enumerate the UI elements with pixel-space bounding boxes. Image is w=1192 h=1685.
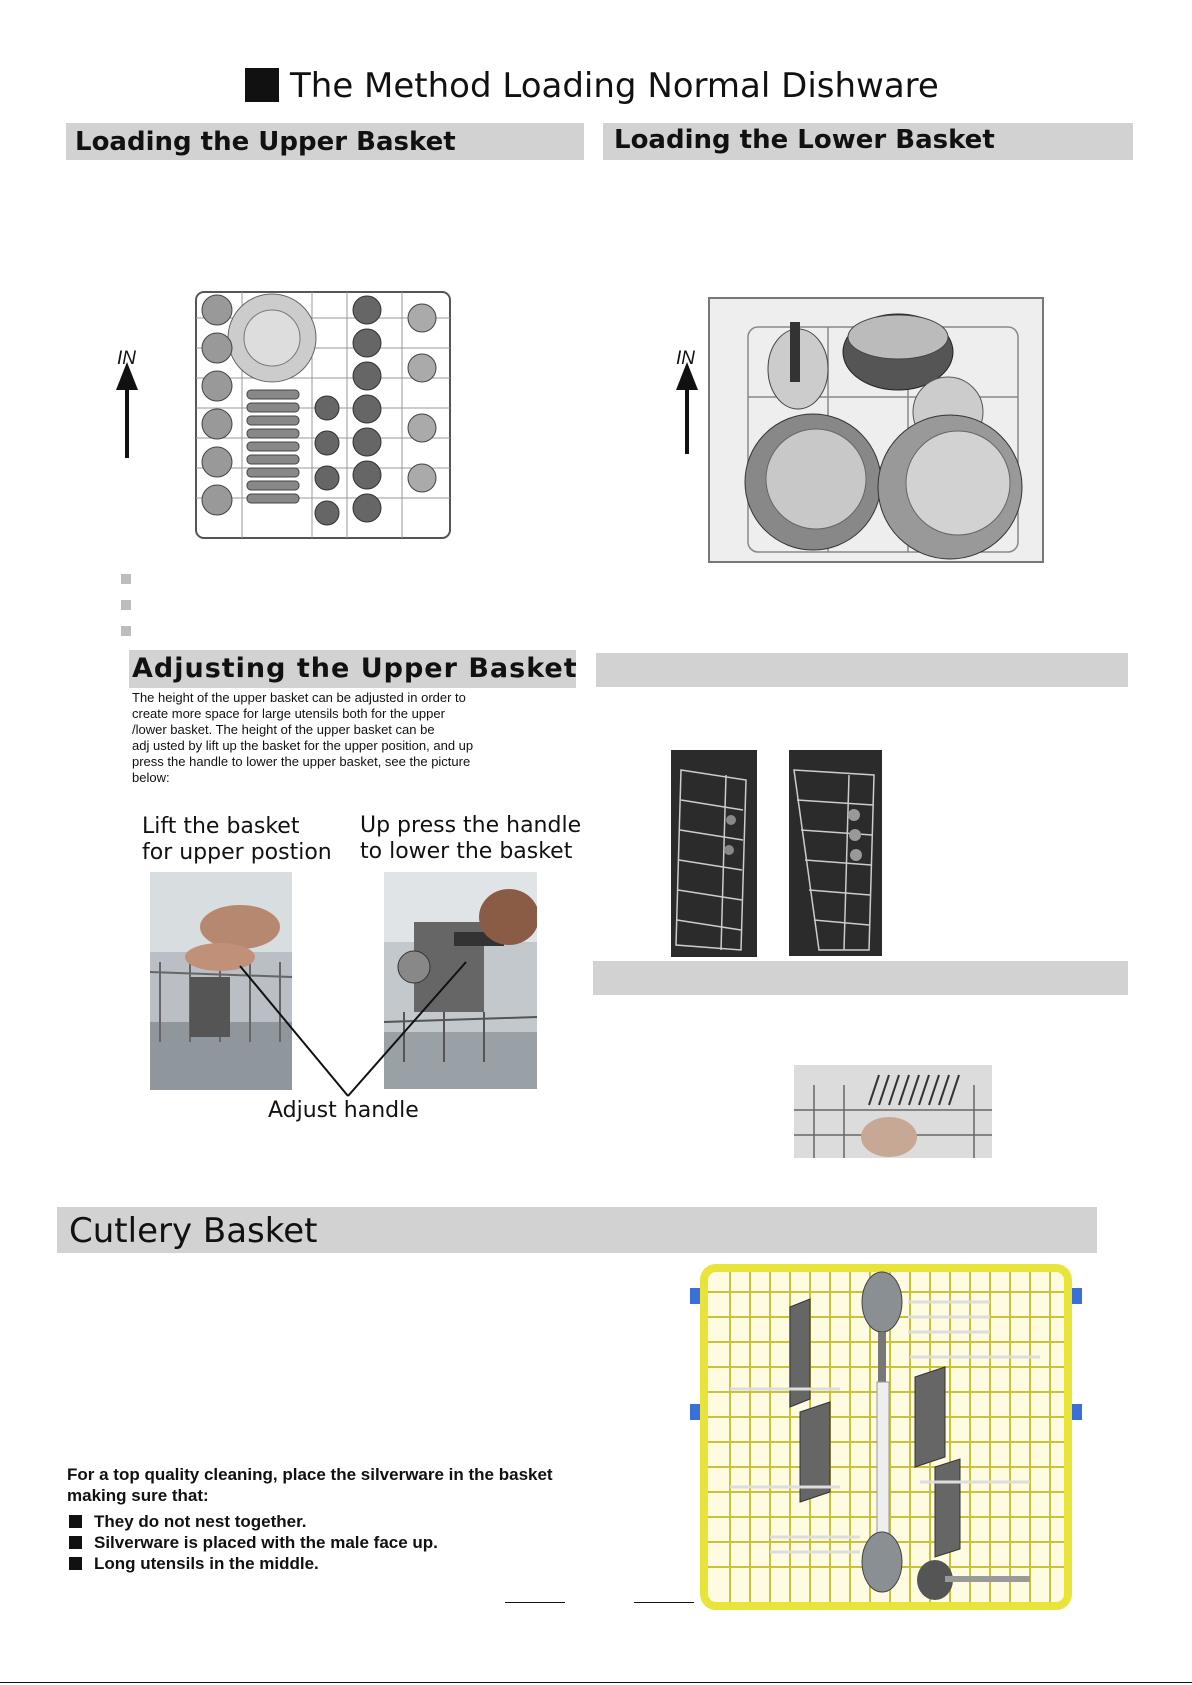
footer-rule [505, 1602, 565, 1603]
lower-basket-heading-bar [603, 123, 1133, 160]
adjusting-body-line: /lower basket. The height of the upper b… [132, 722, 435, 737]
section-bar [593, 961, 1128, 995]
bullet-square-icon [69, 1515, 82, 1528]
adjusting-body-line: The height of the upper basket can be ad… [132, 690, 466, 705]
upper-basket-heading: Loading the Upper Basket [75, 127, 456, 157]
up-arrow-icon [676, 362, 698, 454]
folding-rack-photo-2 [789, 750, 882, 956]
lower-basket-illustration [708, 297, 1044, 563]
lift-basket-photo [150, 872, 292, 1090]
adjusting-heading-bar [129, 650, 576, 688]
bullet-square-icon [69, 1536, 82, 1549]
footer-rule [634, 1602, 694, 1603]
list-item: Long utensils in the middle. [67, 1553, 438, 1574]
tines-photo [794, 1065, 992, 1158]
bullet-square-icon [69, 1557, 82, 1570]
adjusting-body: The height of the upper basket can be ad… [132, 690, 592, 786]
adjusting-heading: Adjusting the Upper Basket [132, 653, 578, 684]
lower-basket-heading: Loading the Lower Basket [614, 125, 995, 155]
folding-rack-photo-1 [671, 750, 757, 957]
adjust-handle-label: Adjust handle [268, 1098, 419, 1123]
section-bar [596, 653, 1128, 687]
page-bottom-rule [0, 1682, 1192, 1683]
list-item: Silverware is placed with the male face … [67, 1532, 438, 1553]
adjusting-body-line: press the handle to lower the upper bask… [132, 754, 471, 769]
bullet-square [121, 600, 131, 610]
adjusting-body-line: adj usted by lift up the basket for the … [132, 738, 474, 753]
in-label-lower: IN [676, 348, 695, 369]
list-item: They do not nest together. [67, 1511, 438, 1532]
adjusting-body-line: below: [132, 770, 170, 785]
caption-left: Lift the basket for upper postion [142, 814, 332, 865]
upper-basket-illustration [192, 288, 454, 543]
in-label-upper: IN [117, 348, 136, 369]
adjusting-body-line: create more space for large utensils bot… [132, 706, 445, 721]
title-square-icon [245, 68, 279, 102]
cutlery-intro: For a top quality cleaning, place the si… [67, 1465, 553, 1505]
press-handle-photo [384, 872, 537, 1089]
cutlery-heading-bar [57, 1207, 1097, 1253]
page-title: The Method Loading Normal Dishware [290, 66, 939, 106]
handle-callout-lines [239, 961, 467, 1097]
cutlery-bullet-list: They do not nest together. Silverware is… [67, 1511, 438, 1574]
upper-basket-heading-bar [66, 123, 584, 160]
bullet-square [121, 626, 131, 636]
cutlery-basket-illustration [690, 1262, 1082, 1610]
caption-right: Up press the handle to lower the basket [360, 813, 582, 864]
up-arrow-icon [116, 362, 138, 458]
bullet-square [121, 574, 131, 584]
cutlery-heading: Cutlery Basket [69, 1211, 318, 1251]
